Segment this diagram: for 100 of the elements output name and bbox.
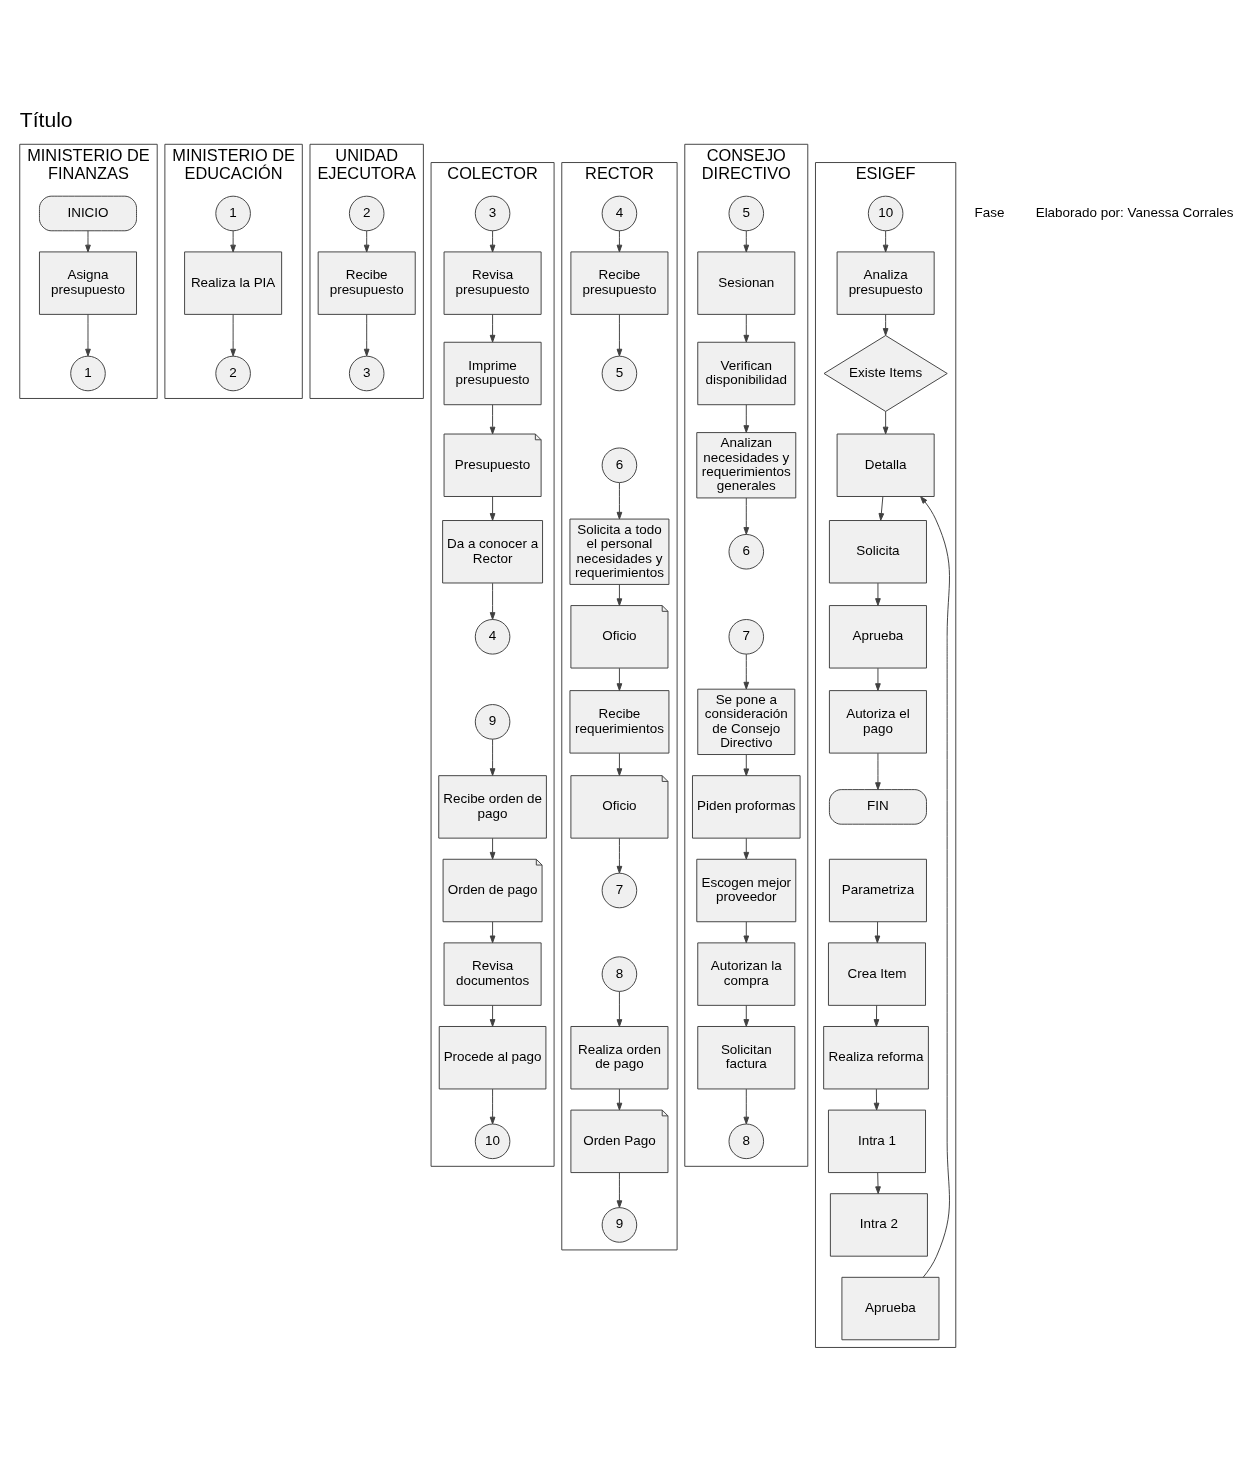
arrow [363,230,370,253]
node-box: Sesionan [697,251,796,315]
arrow [489,404,496,435]
node-box: Procede al pago [438,1026,547,1090]
arrow [743,837,750,860]
node-box: Revisa documentos [443,942,542,1006]
node-circle: 7 [601,872,638,909]
node-box: Solicitan factura [697,1026,796,1090]
node-circle: 4 [601,195,638,232]
node-circle: 6 [728,533,765,570]
arrow [616,584,623,606]
arrow [489,921,496,944]
arrow [616,1172,623,1208]
node-box: Solicita a todo el personal necesidades y requerimientos [569,518,670,585]
node-box: Crea Item [827,942,926,1006]
arrow [489,1088,496,1125]
node-box: Intra 2 [829,1193,928,1257]
node-box: Aprueba [841,1276,940,1341]
node-diamond: Existe Items [823,335,948,412]
arrow [616,230,623,253]
arrow [743,1005,750,1027]
node-circle: 9 [474,704,511,740]
arrow [920,496,950,1278]
arrow [882,230,889,253]
node-box: Intra 1 [827,1109,926,1174]
node-box: Realiza la PIA [184,251,283,315]
arrow [489,1005,496,1027]
arrow [489,837,496,860]
node-box: Parametriza [828,858,927,923]
node-box: Analiza presupuesto [836,251,935,315]
node-circle: 1 [215,195,251,232]
node-box: Solicita [828,520,927,584]
node-circle: 2 [215,355,251,392]
node-circle: 4 [474,619,511,655]
node-box: Asigna presupuesto [39,251,137,315]
arrow [85,230,91,253]
node-circle: 2 [348,195,385,232]
diagram-title: Título [19,107,73,131]
arrow [743,1088,750,1125]
node-box: Autoriza el pago [828,690,927,754]
arrow [616,837,623,874]
node-box: Da a conocer a Rector [442,520,544,584]
arrow [489,314,496,343]
arrow [489,496,496,521]
node-box: Escogen mejor proveedor [696,858,797,923]
node-circle: 5 [601,355,638,392]
arrow [878,496,885,521]
arrow [363,314,370,357]
arrow [743,497,750,535]
node-circle: 1 [70,355,106,392]
node-box: Se pone a consideración de Consejo Directivo [697,688,796,755]
node-box: INICIO [39,195,137,232]
arrow [616,482,623,520]
node-circle: 3 [348,355,385,392]
arrow [743,314,750,343]
node-box: Recibe presupuesto [317,251,416,315]
arrow [873,1005,880,1027]
arrow [743,653,750,690]
node-circle: 10 [474,1123,511,1160]
arrow [875,667,881,691]
arrow [743,754,750,777]
node-box: Revisa presupuesto [443,251,542,315]
node-circle: 3 [474,195,511,232]
arrow [230,230,236,253]
arrow [882,411,889,435]
node-circle: 5 [728,195,765,232]
node-box: Detalla [836,433,935,497]
arrow [616,314,623,357]
arrow [489,582,496,620]
arrow [616,752,623,776]
node-circle: 8 [728,1123,765,1160]
node-circle: 8 [601,956,638,992]
label: Fase [974,205,1005,221]
node-box: Piden proformas [692,775,801,839]
node-box: FIN [828,789,927,825]
arrow [616,1088,623,1111]
node-circle: 9 [601,1207,638,1243]
node-box: Recibe orden de pago [438,775,547,839]
node-box: Verifican disponibilidad [697,341,796,406]
arrow [874,921,881,944]
node-box: Autorizan la compra [697,942,796,1006]
arrow [616,991,623,1027]
arrow [875,582,881,606]
arrow [230,314,236,357]
arrow [85,314,91,357]
arrow [743,230,750,253]
arrow [882,314,889,336]
node-circle: 6 [601,447,638,484]
label: Elaborado por: Vanessa Corrales [1035,205,1234,221]
node-box: Realiza orden de pago [570,1026,669,1090]
arrow [743,404,750,433]
arrow [616,667,623,691]
arrow [743,921,750,944]
arrow [489,738,496,776]
node-circle: 10 [867,195,904,232]
node-circle: 7 [728,619,765,655]
node-box: Realiza reforma [823,1026,929,1090]
arrow [873,1088,880,1111]
arrow [875,1172,881,1194]
node-box: Analizan necesidades y requerimientos generales [696,432,797,499]
